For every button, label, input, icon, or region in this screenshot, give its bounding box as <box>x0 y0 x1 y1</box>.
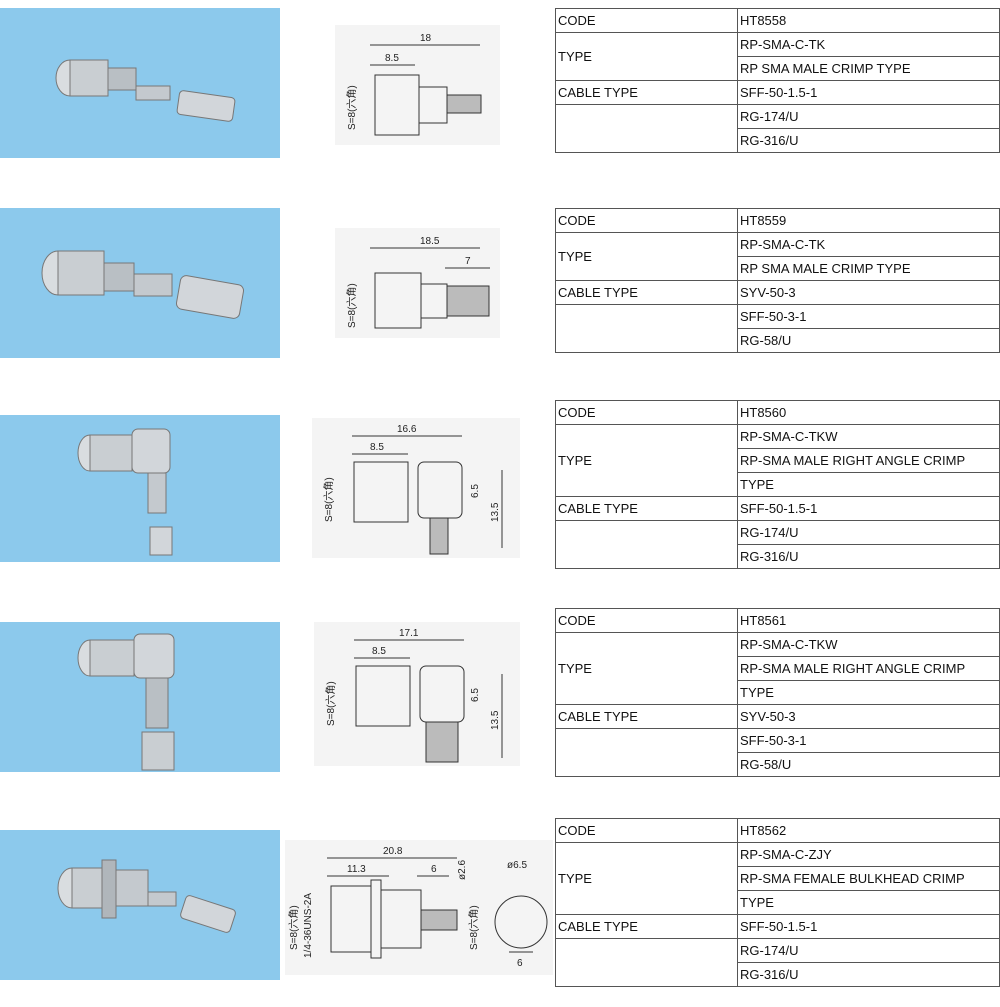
type-line: RP-SMA MALE RIGHT ANGLE CRIMP <box>737 448 1000 473</box>
type-line: TYPE <box>737 472 1000 497</box>
cable-type-blank <box>555 938 738 987</box>
code-value: HT8560 <box>737 400 1000 425</box>
type-label: TYPE <box>555 842 738 915</box>
dim-length: 20.8 <box>383 846 403 857</box>
cable-type-line: RG-174/U <box>737 104 1000 129</box>
cable-type-line: RG-316/U <box>737 544 1000 569</box>
cable-type-label: CABLE TYPE <box>555 704 738 729</box>
cable-type-line: SYV-50-3 <box>737 280 1000 305</box>
code-value: HT8559 <box>737 208 1000 233</box>
cable-type-blank <box>555 728 738 777</box>
connector-photo-3 <box>0 415 280 562</box>
code-label: CODE <box>555 818 738 843</box>
type-line: RP SMA MALE CRIMP TYPE <box>737 256 1000 281</box>
code-label: CODE <box>555 8 738 33</box>
dim-thread-length: 11.3 <box>347 864 366 875</box>
type-line: RP-SMA MALE RIGHT ANGLE CRIMP <box>737 656 1000 681</box>
cable-type-label: CABLE TYPE <box>555 80 738 105</box>
cable-type-blank <box>555 304 738 353</box>
dimension-drawing-4: 17.1 8.5 S=8(六角) 6.5 13.5 <box>314 622 520 766</box>
dim-height: 13.5 <box>490 502 501 522</box>
dimension-drawing-2: 18.5 7 S=8(六角) <box>335 228 500 338</box>
code-label: CODE <box>555 208 738 233</box>
dimension-drawing-3: 16.6 8.5 S=8(六角) 6.5 13.5 <box>312 418 520 558</box>
cable-type-line: RG-316/U <box>737 128 1000 153</box>
cable-type-blank <box>555 104 738 153</box>
type-line: RP-SMA-C-TK <box>737 232 1000 257</box>
dim-hex-size: S=8(六角) <box>346 85 358 130</box>
dimension-drawing-1: 18 8.5 S=8(六角) <box>335 25 500 145</box>
cable-type-line: SFF-50-3-1 <box>737 304 1000 329</box>
type-label: TYPE <box>555 632 738 705</box>
type-line: RP SMA MALE CRIMP TYPE <box>737 56 1000 81</box>
dim-square: 6.5 <box>470 484 481 498</box>
type-line: RP-SMA-C-TK <box>737 32 1000 57</box>
dim-hex-length: 8.5 <box>370 442 384 453</box>
code-value: HT8561 <box>737 608 1000 633</box>
cable-type-label: CABLE TYPE <box>555 496 738 521</box>
dim-length: 18.5 <box>420 236 440 247</box>
dimension-drawing-5: 20.8 11.3 6 ø2.6 S=8(六角) 1/4-36UNS-2A S=… <box>285 840 553 975</box>
dim-nut-hex-size: S=8(六角) <box>468 905 480 950</box>
cable-type-line: SYV-50-3 <box>737 704 1000 729</box>
dim-pin-dia: ø2.6 <box>457 860 468 880</box>
cable-type-blank <box>555 520 738 569</box>
cable-type-line: RG-174/U <box>737 938 1000 963</box>
cable-type-label: CABLE TYPE <box>555 914 738 939</box>
type-line: RP-SMA-C-ZJY <box>737 842 1000 867</box>
cable-type-line: SFF-50-1.5-1 <box>737 914 1000 939</box>
dim-thread-spec: 1/4-36UNS-2A <box>303 893 314 958</box>
dim-flat: 6 <box>517 958 523 969</box>
type-line: TYPE <box>737 890 1000 915</box>
cable-type-line: SFF-50-3-1 <box>737 728 1000 753</box>
dim-hex-length: 8.5 <box>372 646 386 657</box>
connector-photo-4 <box>0 622 280 772</box>
cable-type-line: RG-316/U <box>737 962 1000 987</box>
type-line: RP-SMA FEMALE BULKHEAD CRIMP <box>737 866 1000 891</box>
dim-nut-dia: ø6.5 <box>507 860 527 871</box>
dim-height: 13.5 <box>490 710 501 730</box>
cable-type-label: CABLE TYPE <box>555 280 738 305</box>
type-label: TYPE <box>555 232 738 281</box>
dim-length: 18 <box>420 33 432 44</box>
dim-hex-size: S=8(六角) <box>323 477 335 522</box>
dim-hex-length: 8.5 <box>385 53 399 64</box>
type-label: TYPE <box>555 32 738 81</box>
type-line: TYPE <box>737 680 1000 705</box>
connector-photo-1 <box>0 8 280 158</box>
dim-hex-size: S=8(六角) <box>325 681 337 726</box>
dim-hex-size: S=8(六角) <box>346 283 358 328</box>
connector-photo-2 <box>0 208 280 358</box>
code-value: HT8558 <box>737 8 1000 33</box>
cable-type-line: RG-58/U <box>737 328 1000 353</box>
type-label: TYPE <box>555 424 738 497</box>
dim-length: 17.1 <box>399 628 419 639</box>
cable-type-line: SFF-50-1.5-1 <box>737 80 1000 105</box>
code-value: HT8562 <box>737 818 1000 843</box>
dim-crimp-length: 7 <box>465 256 471 267</box>
code-label: CODE <box>555 400 738 425</box>
dim-square: 6.5 <box>470 688 481 702</box>
cable-type-line: SFF-50-1.5-1 <box>737 496 1000 521</box>
cable-type-line: RG-58/U <box>737 752 1000 777</box>
cable-type-line: RG-174/U <box>737 520 1000 545</box>
code-label: CODE <box>555 608 738 633</box>
connector-photo-5 <box>0 830 280 980</box>
dim-hex-size: S=8(六角) <box>288 905 300 950</box>
type-line: RP-SMA-C-TKW <box>737 424 1000 449</box>
type-line: RP-SMA-C-TKW <box>737 632 1000 657</box>
dim-length: 16.6 <box>397 424 417 435</box>
dim-crimp-length: 6 <box>431 864 437 875</box>
